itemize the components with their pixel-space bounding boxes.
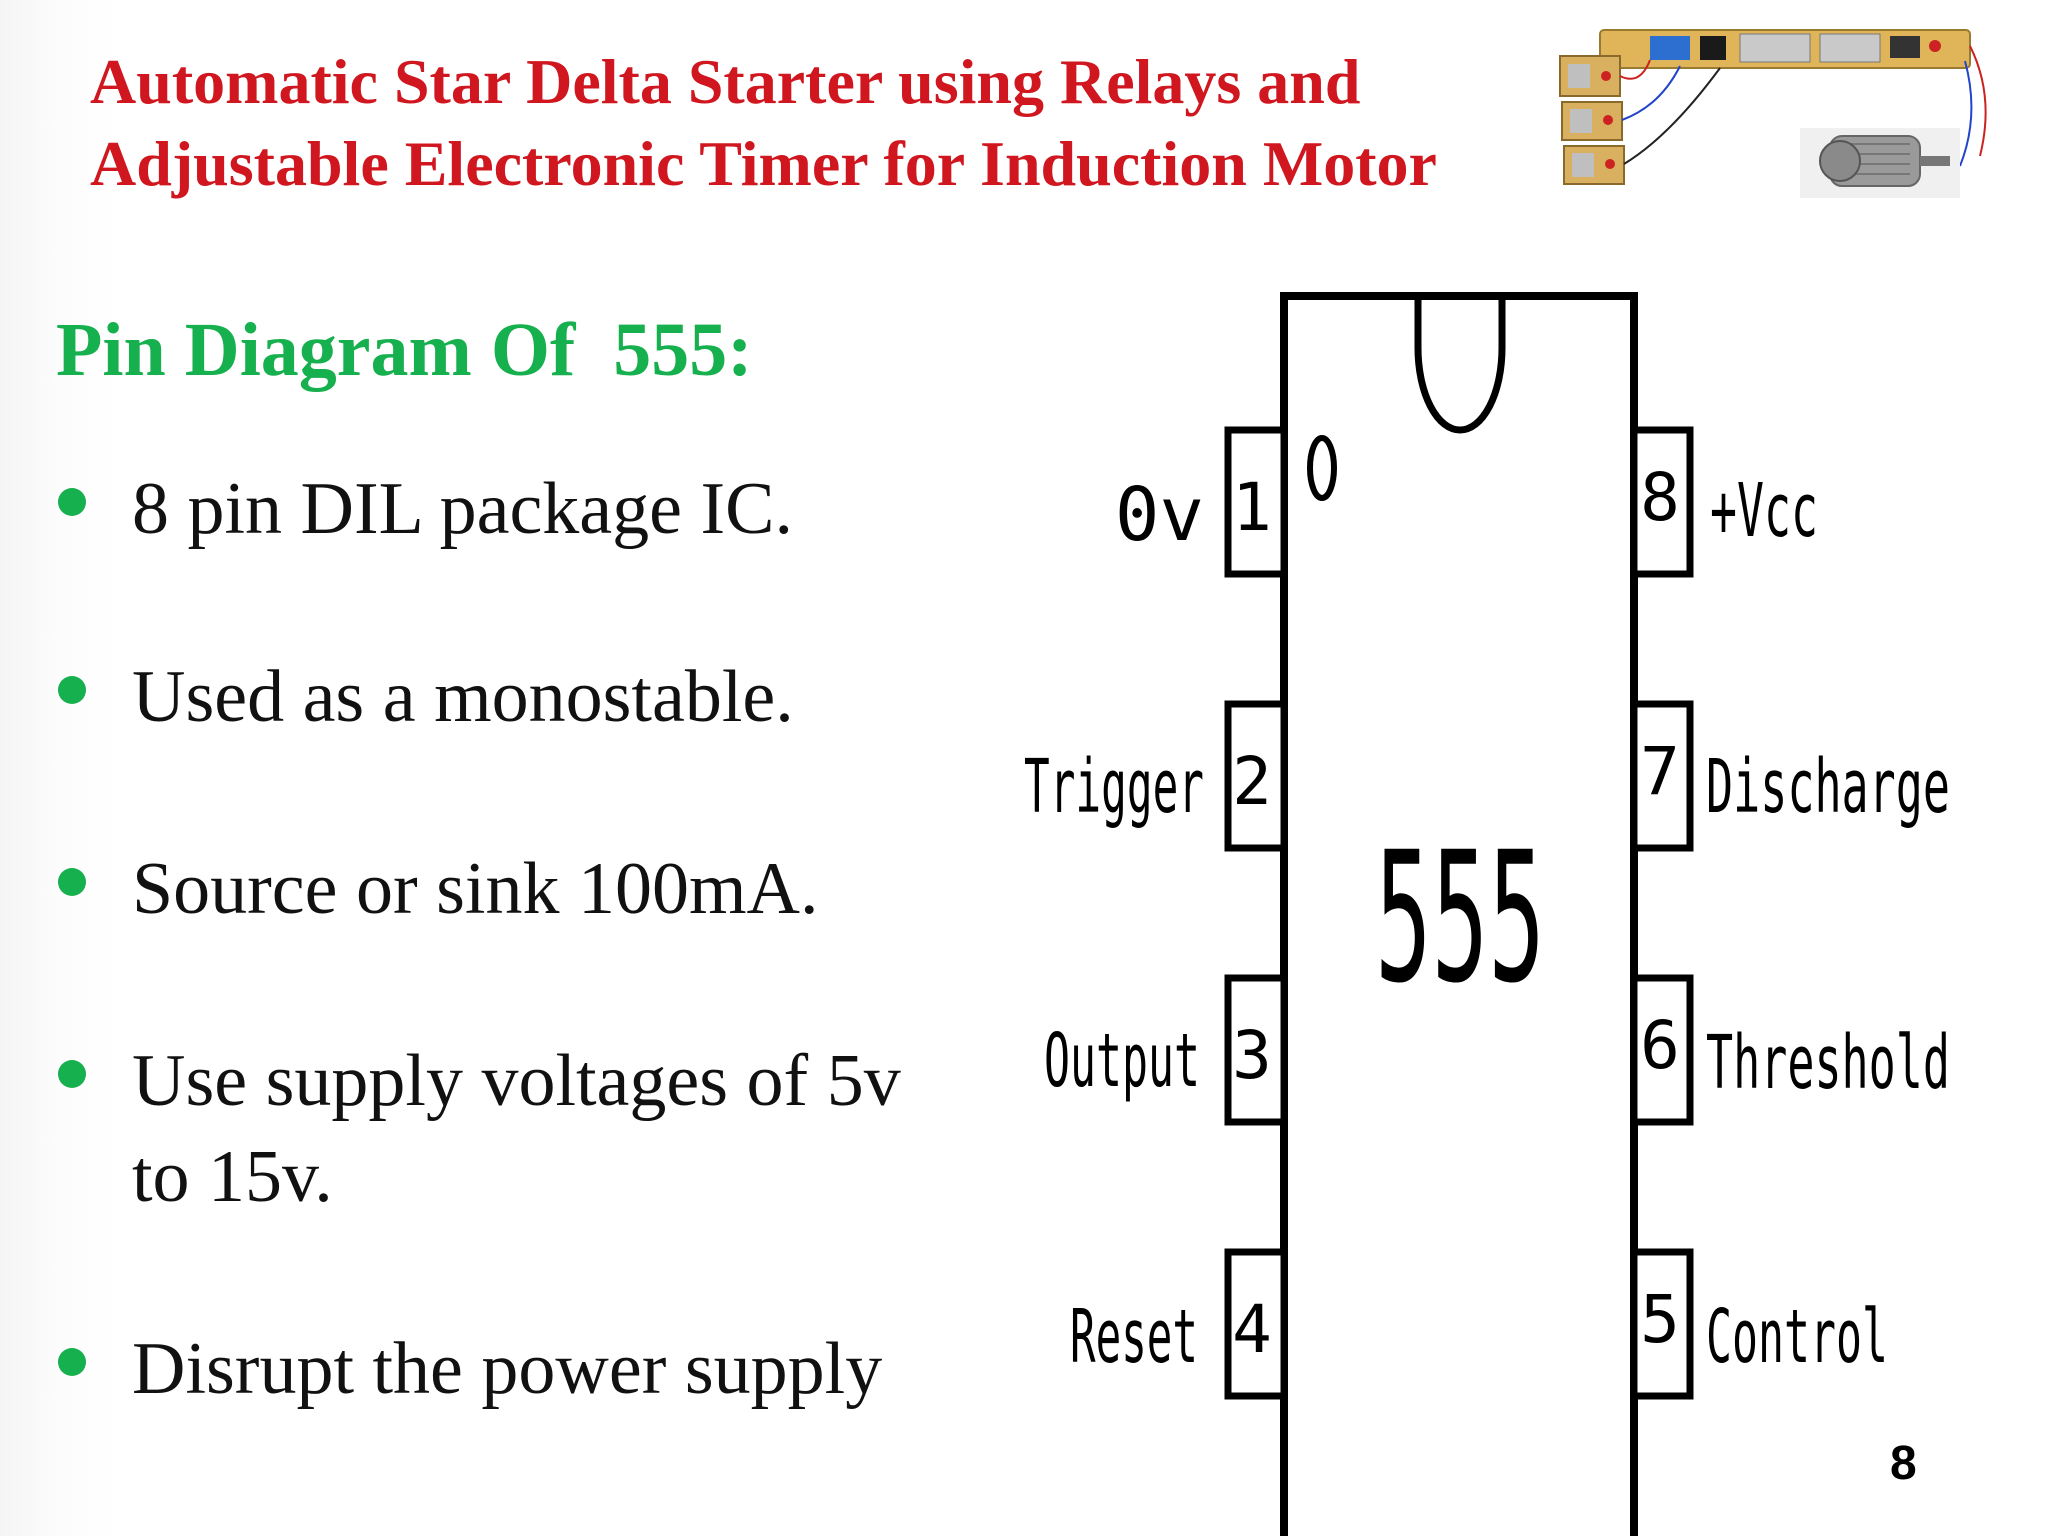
ic-notch-icon <box>1414 300 1506 434</box>
pin-number: 6 <box>1640 1007 1680 1084</box>
circuit-board-motor-photo <box>1540 16 2000 206</box>
section-heading: Pin Diagram Of 555: <box>56 308 753 392</box>
right-pin-box <box>1630 700 1694 852</box>
bullet-item-continuation: to 15v. <box>132 1136 333 1218</box>
pin-number: 3 <box>1232 1017 1272 1094</box>
pin-name: Output <box>1044 1018 1200 1104</box>
bullet-item: 8 pin DIL package IC. <box>132 468 793 550</box>
pin-name: Trigger <box>1024 744 1204 830</box>
pin-number: 8 <box>1640 459 1680 536</box>
bullet-icon <box>58 488 86 516</box>
slide-title-line-1: Automatic Star Delta Starter using Relay… <box>90 46 1361 117</box>
pin-number: 2 <box>1232 743 1272 820</box>
pin-name: 0v <box>1115 472 1204 558</box>
pin-name: Control <box>1706 1294 1888 1380</box>
bullet-icon <box>58 1060 86 1088</box>
pin-number: 7 <box>1640 733 1680 810</box>
bullet-icon <box>58 868 86 896</box>
ic-label: 555 <box>1375 814 1545 1023</box>
bullet-item: Source or sink 100mA. <box>132 848 819 930</box>
left-pin-box <box>1224 426 1288 578</box>
bullet-item: Disrupt the power supply <box>132 1328 883 1410</box>
slide-title-line-2: Adjustable Electronic Timer for Inductio… <box>90 128 1437 199</box>
pin-name: Reset <box>1070 1294 1198 1380</box>
bullet-item: Use supply voltages of 5v <box>132 1040 901 1122</box>
bullet-icon <box>58 1348 86 1376</box>
pin1-marker-icon <box>1307 435 1337 501</box>
page-number: 8 <box>1890 1437 1917 1490</box>
left-pin-box <box>1224 974 1288 1126</box>
pin-number: 5 <box>1640 1281 1680 1358</box>
right-pin-box <box>1630 974 1694 1126</box>
bullet-icon <box>58 676 86 704</box>
left-pin-box <box>1224 1248 1288 1400</box>
pin-number: 4 <box>1232 1291 1272 1368</box>
right-pin-box <box>1630 426 1694 578</box>
bullet-item: Used as a monostable. <box>132 656 794 738</box>
left-pin-box <box>1224 700 1288 852</box>
right-pin-box <box>1630 1248 1694 1400</box>
pin-number: 1 <box>1232 469 1272 546</box>
ic-body <box>1280 292 1638 1536</box>
pin-name: Threshold <box>1706 1020 1950 1106</box>
pin-name: +Vcc <box>1710 468 1818 554</box>
pin-name: Discharge <box>1706 744 1950 830</box>
